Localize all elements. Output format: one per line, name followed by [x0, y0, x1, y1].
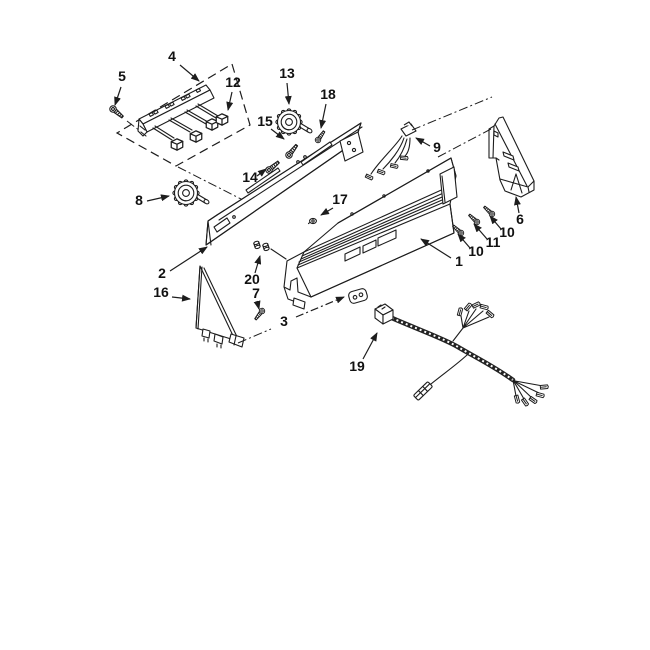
part-label-9: 9: [415, 137, 441, 155]
rotary-switch-8: [172, 179, 211, 207]
part-number-17: 17: [332, 191, 348, 207]
console-panel: [283, 157, 458, 310]
screw-7: [252, 306, 267, 322]
switch-assembly: [137, 84, 229, 151]
clip-20: [252, 240, 262, 250]
clip-3: [348, 288, 368, 304]
leader-arrow-2: [169, 246, 208, 272]
leader-arrow-12: [226, 91, 234, 111]
leader-arrow-17: [320, 207, 334, 216]
leader-arrow-14: [256, 168, 267, 177]
leader-arrow-4: [179, 64, 200, 82]
leader-arrow-15: [270, 128, 285, 140]
part-number-10b: 10: [468, 243, 484, 259]
part-number-12: 12: [225, 74, 241, 90]
part-label-14: 14: [242, 168, 267, 185]
part-label-13: 13: [279, 65, 295, 105]
leader-arrow-18: [319, 103, 327, 129]
part-number-11: 11: [486, 234, 501, 250]
wiring-harness: [374, 301, 549, 408]
part-number-18: 18: [320, 86, 336, 102]
part-label-15: 15: [257, 113, 285, 140]
clip-leader: [270, 248, 287, 260]
part-number-5: 5: [118, 68, 126, 84]
end-cap-left: [195, 265, 245, 349]
leader-arrow-6: [514, 196, 521, 214]
leader-arrow-5: [114, 86, 122, 106]
part-label-11: 11: [473, 223, 501, 250]
screw-10-upper: [481, 204, 497, 219]
push-button: [189, 130, 203, 143]
screw-18: [313, 129, 327, 145]
dashed-enclosure-box: [115, 63, 251, 167]
part-number-15: 15: [257, 113, 273, 129]
end-cap-right: [488, 116, 535, 198]
leader-arrow-10a: [489, 215, 502, 230]
leader-arrow-11: [473, 223, 488, 240]
screw-15: [283, 142, 300, 161]
part-label-17: 17: [320, 191, 348, 216]
leader-arrow-1: [420, 238, 452, 259]
part-number-19: 19: [349, 358, 365, 374]
assembly-guide-lines-right: [411, 96, 493, 158]
part-number-13: 13: [279, 65, 295, 81]
push-nut: [307, 217, 317, 225]
part-label-7: 7: [252, 285, 261, 310]
leader-arrow-9: [415, 137, 431, 147]
wire-jumper: [364, 121, 417, 181]
rotary-switch-13: [275, 108, 314, 136]
part-label-12: 12: [225, 74, 241, 111]
console-bracket: [205, 122, 364, 246]
part-label-16: 16: [153, 284, 191, 302]
screw-5: [107, 103, 126, 121]
part-number-8: 8: [135, 192, 143, 208]
part-label-6: 6: [514, 196, 524, 227]
screw-11: [466, 212, 482, 227]
part-number-3: 3: [280, 313, 288, 329]
part-label-2: 2: [158, 246, 208, 281]
part-number-9: 9: [433, 139, 441, 155]
assembly-guide-line-3: [237, 328, 272, 344]
push-button: [215, 113, 229, 126]
leader-arrow-19: [362, 332, 378, 360]
part-number-10a: 10: [499, 224, 515, 240]
leader-arrow-10b: [457, 233, 471, 249]
switch-terminals: [148, 87, 202, 117]
part-label-4: 4: [168, 48, 200, 82]
leader-arrow-3: [295, 296, 345, 318]
part-label-8: 8: [135, 192, 170, 208]
part-number-2: 2: [158, 265, 166, 281]
part-number-6: 6: [516, 211, 524, 227]
clip-20: [261, 242, 271, 252]
part-label-19: 19: [349, 332, 378, 374]
part-number-7: 7: [252, 285, 260, 301]
part-label-10a: 10: [489, 215, 515, 240]
leader-arrow-16: [171, 294, 191, 302]
part-label-18: 18: [319, 86, 336, 129]
push-button: [170, 138, 184, 151]
part-label-10b: 10: [457, 233, 484, 259]
part-number-20: 20: [244, 271, 260, 287]
part-number-4: 4: [168, 48, 176, 64]
part-number-1: 1: [455, 253, 463, 269]
part-label-5: 5: [114, 68, 126, 106]
part-label-3: 3: [280, 296, 345, 329]
part-number-16: 16: [153, 284, 169, 300]
part-number-14: 14: [242, 169, 258, 185]
leader-arrow-8: [146, 194, 170, 202]
leader-arrow-13: [284, 82, 292, 105]
part-label-20: 20: [244, 255, 262, 287]
part-label-1: 1: [420, 238, 463, 269]
leader-arrow-20: [254, 255, 262, 274]
leader-arrow-7: [253, 300, 261, 310]
